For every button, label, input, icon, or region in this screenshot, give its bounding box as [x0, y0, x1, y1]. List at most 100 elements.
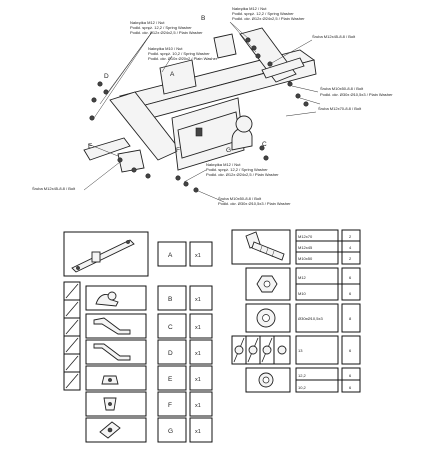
letter-g-label: G	[226, 147, 231, 154]
part-a-letter-cell	[157, 241, 187, 267]
letter-e-label: E	[88, 143, 93, 150]
plain-washer-size: Ø30xØ10,5x3	[298, 316, 323, 321]
bolt-qty-1: 2	[349, 234, 352, 239]
washer-strip-cell	[231, 335, 291, 365]
fastener-set	[89, 37, 309, 193]
part-e-bracket-thumb	[101, 375, 119, 385]
part-a-letter: A	[168, 252, 173, 259]
part-a-crossbar-thumb	[71, 239, 135, 273]
svg-text:Podkł. okr. Ø12x Ø24x2,5 / Pla: Podkł. okr. Ø12x Ø24x2,5 / Plain Washer	[130, 30, 203, 35]
part-a-qty-cell	[189, 241, 213, 267]
callout-bottom-mid: Nakrętka M12 / Nut Podkł. spręż. 12,2 / …	[206, 162, 279, 177]
plain-washer-image-cell	[245, 303, 291, 333]
part-g-qty: x1	[195, 429, 201, 435]
part-c-letter: C	[168, 324, 173, 331]
part-d-qty: x1	[195, 351, 201, 357]
nut-icon	[256, 275, 278, 293]
part-b-ball-thumb	[95, 291, 119, 307]
bolt-size-3: M10x50	[298, 256, 313, 261]
part-d-letter: D	[168, 350, 173, 357]
part-f-letter: F	[168, 402, 172, 409]
part-g-socket-thumb	[99, 421, 121, 439]
part-a-qty: x1	[195, 253, 201, 259]
exploded-view: B A D E G C F Nakrętka M12 / Nut Podkł. …	[32, 6, 393, 206]
letter-c-label: C	[262, 141, 267, 148]
bolt-qty-3: 2	[349, 256, 352, 261]
svg-text:Śruba M12x70-8.8 / Bolt: Śruba M12x70-8.8 / Bolt	[318, 106, 362, 111]
svg-text:Podkł. spręż. 12,2 / Spring Wa: Podkł. spręż. 12,2 / Spring Washer	[206, 167, 268, 172]
washer-size-2: 13	[298, 348, 303, 353]
svg-text:Podkł. okr. Ø10x Ø20x2 / Plain: Podkł. okr. Ø10x Ø20x2 / Plain Washer	[148, 56, 218, 61]
svg-text:Śruba M12x45-8.8 / Bolt: Śruba M12x45-8.8 / Bolt	[312, 34, 356, 39]
spring-washer-icon	[258, 372, 274, 388]
svg-text:Nakrętka M10 / Nut: Nakrętka M10 / Nut	[148, 46, 183, 51]
svg-text:Podkł. okr. Ø30x Ø10,5x3 / Pla: Podkł. okr. Ø30x Ø10,5x3 / Plain Washer	[218, 201, 291, 206]
svg-text:Podkł. spręż. 10,2 / Spring Wa: Podkł. spręż. 10,2 / Spring Washer	[148, 51, 210, 56]
part-e-letter: E	[168, 376, 173, 383]
callout-right: Śruba M12x45-8.8 / Bolt Śruba M10x50-8.8…	[312, 34, 393, 111]
top-right-bracket	[213, 33, 237, 59]
washer-strip-icons	[234, 345, 287, 355]
letter-a-label: A	[170, 71, 175, 78]
nut-image-cell	[245, 267, 291, 301]
bolt-image-cell	[231, 229, 291, 265]
part-f-qty: x1	[195, 403, 201, 409]
svg-text:Nakrętka M12 / Nut: Nakrętka M12 / Nut	[232, 6, 267, 11]
spring-washer-qty-1: 6	[349, 373, 352, 378]
callout-bottom: Śruba M10x50-8.8 / Bolt Podkł. okr. Ø30x…	[218, 196, 291, 206]
svg-text:Śruba M10x50-8.8 / Bolt: Śruba M10x50-8.8 / Bolt	[218, 196, 262, 201]
plain-washer-icon	[256, 308, 276, 328]
spring-washer-image-cell	[245, 367, 291, 393]
callout-top-right: Nakrętka M12 / Nut Podkł. spręż. 12,2 / …	[232, 6, 305, 21]
spring-washer-size-1: 12,2	[298, 373, 307, 378]
svg-text:Podkł. spręż. 12,2 / Spring Wa: Podkł. spręż. 12,2 / Spring Washer	[232, 11, 294, 16]
plain-washer-qty: 8	[349, 316, 352, 321]
part-a-image-cell	[63, 231, 149, 277]
fastener-table: M12x70 2 M12x45 4 M10x50 2 M12 6 M10 6 Ø…	[231, 229, 361, 393]
svg-text:Śruba M10x50-8.8 / Bolt: Śruba M10x50-8.8 / Bolt	[320, 86, 364, 91]
left-mount-plate	[83, 137, 131, 161]
svg-text:Podkł. okr. Ø12x Ø24x2,5 / Pla: Podkł. okr. Ø12x Ø24x2,5 / Plain Washer	[206, 172, 279, 177]
part-e-qty: x1	[195, 377, 201, 383]
part-d-arm-thumb	[93, 343, 131, 361]
upper-bracket	[159, 59, 197, 95]
leader-lines	[83, 21, 321, 203]
bolt-size-2: M12x45	[298, 245, 313, 250]
right-mount-plate	[261, 57, 305, 79]
svg-text:Nakrętka M12 / Nut: Nakrętka M12 / Nut	[130, 20, 165, 25]
part-g-letter: G	[168, 428, 173, 435]
letter-d-label: D	[104, 73, 109, 80]
callout-top-mid: Nakrętka M10 / Nut Podkł. spręż. 10,2 / …	[148, 46, 218, 61]
part-b-qty: x1	[195, 297, 201, 303]
nut-size-1: M12	[298, 275, 307, 280]
lower-left-bracket	[117, 149, 145, 173]
bolt-size-1: M12x70	[298, 234, 313, 239]
svg-text:Podkł. okr. Ø30x Ø10,5x3 / Pla: Podkł. okr. Ø30x Ø10,5x3 / Plain Washer	[320, 92, 393, 97]
part-c-qty: x1	[195, 325, 201, 331]
nut-qty-2: 6	[349, 291, 352, 296]
part-b-letter: B	[168, 296, 172, 303]
parts-table: A x1 B x1 C x1 D x1 E x1 F x1 G x1	[63, 231, 213, 443]
svg-text:Nakrętka M12 / Nut: Nakrętka M12 / Nut	[206, 162, 241, 167]
washer-qty-2: 6	[349, 348, 352, 353]
svg-text:Śruba M12x45-8.8 / Bolt: Śruba M12x45-8.8 / Bolt	[32, 186, 76, 191]
letter-f-label: F	[176, 147, 180, 154]
kit-strip-column	[63, 281, 81, 391]
part-f-bracket-thumb	[103, 397, 117, 411]
tow-ball	[235, 115, 253, 133]
nut-size-2: M10	[298, 291, 307, 296]
callout-bottom-left: Śruba M12x45-8.8 / Bolt	[32, 186, 76, 191]
callout-top-left: Nakrętka M12 / Nut Podkł. spręż. 12,2 / …	[130, 20, 203, 35]
socket-plate	[195, 127, 203, 137]
nut-qty-1: 6	[349, 275, 352, 280]
bolt-icon	[245, 231, 285, 261]
spring-washer-qty-2: 6	[349, 385, 352, 390]
letter-b-label: B	[201, 15, 205, 22]
bolt-qty-2: 4	[349, 245, 352, 250]
svg-text:Podkł. okr. Ø12x Ø24x2,5 / Pla: Podkł. okr. Ø12x Ø24x2,5 / Plain Washer	[232, 16, 305, 21]
part-c-arm-thumb	[93, 317, 131, 335]
drawing-letter-labels: B A D E G C F	[88, 15, 267, 154]
spring-washer-size-2: 10,2	[298, 385, 307, 390]
